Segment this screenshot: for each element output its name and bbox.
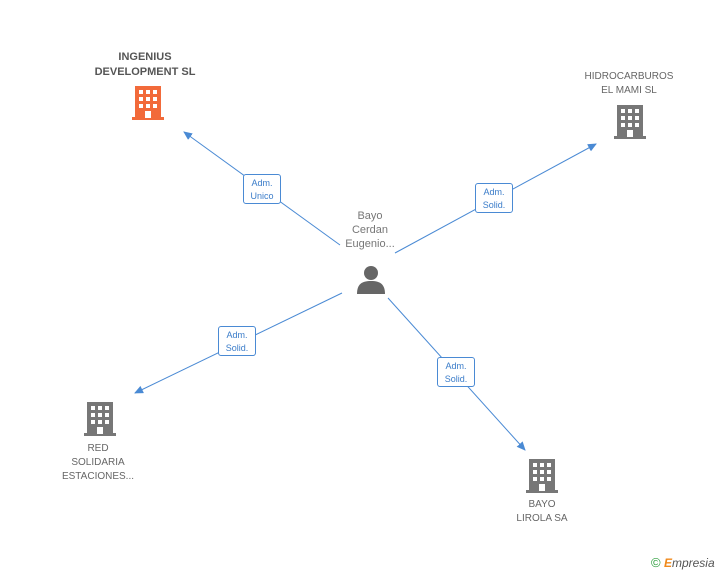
ingenius-node-label[interactable]: INGENIUS DEVELOPMENT SL: [94, 51, 196, 78]
edge-role-badge-hidrocarburos: Adm. Solid.: [475, 183, 513, 213]
edge-role-badge-bayo-lirola: Adm. Solid.: [437, 357, 475, 387]
empresia-logo: © Empresia: [651, 555, 715, 570]
building-icon[interactable]: [526, 459, 558, 493]
building-icon[interactable]: [614, 105, 646, 139]
red-solidaria-node-label[interactable]: RED SOLIDARIA ESTACIONES...: [61, 443, 135, 482]
person-icon[interactable]: [356, 264, 386, 294]
edge-role-badge-red: Adm. Solid.: [218, 326, 256, 356]
building-icon[interactable]: [84, 402, 116, 436]
copyright-symbol: ©: [651, 555, 661, 570]
person-node-label[interactable]: Bayo Cerdan Eugenio...: [345, 210, 395, 250]
hidrocarburos-node-label[interactable]: HIDROCARBUROS EL MAMI SL: [584, 71, 674, 96]
brand-name: mpresia: [671, 556, 715, 570]
edge-role-badge-ingenius: Adm. Unico: [243, 174, 281, 204]
brand-initial: E: [663, 556, 672, 570]
building-icon[interactable]: [132, 86, 164, 120]
bayo-lirola-node-label[interactable]: BAYO LIROLA SA: [516, 499, 568, 524]
